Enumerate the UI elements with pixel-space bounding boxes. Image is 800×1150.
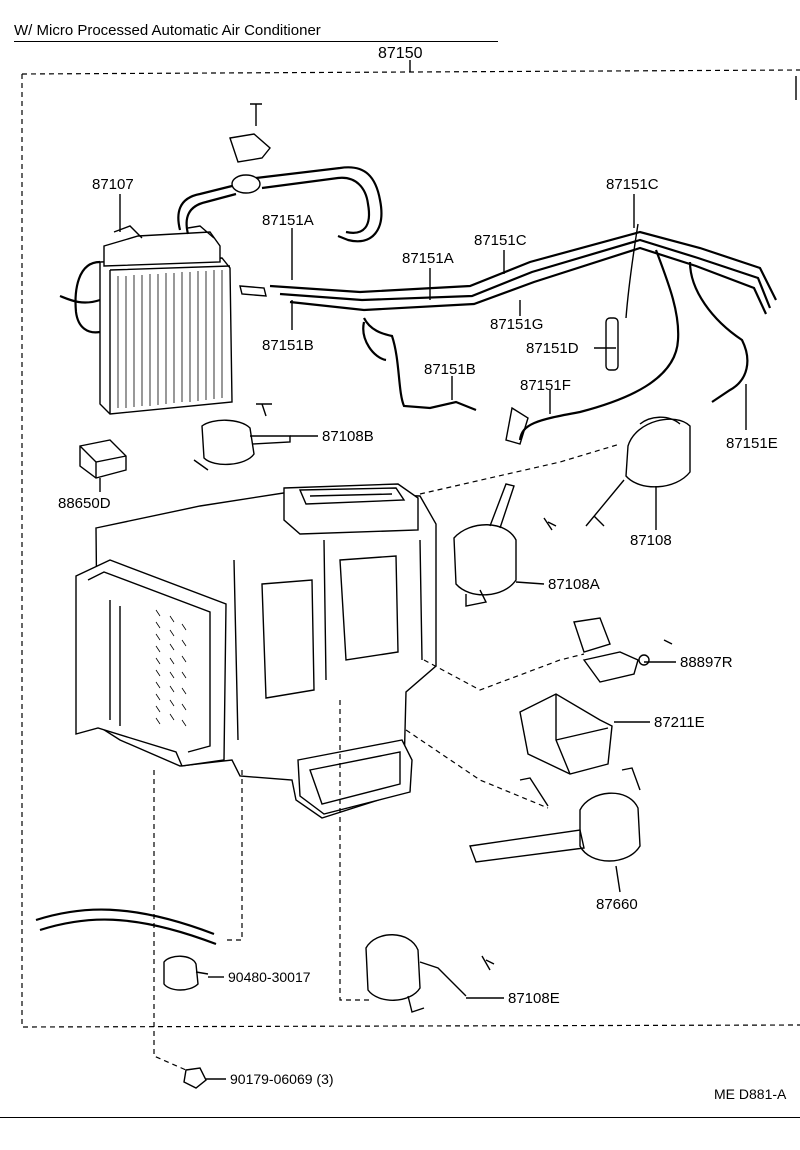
label-leaders <box>99 194 747 1080</box>
part-label-87151a-upper[interactable]: 87151A <box>262 212 314 229</box>
title-underline <box>14 41 498 42</box>
clip-90179 <box>183 1067 207 1089</box>
part-label-87151b-left[interactable]: 87151B <box>262 337 314 354</box>
part-label-87151f[interactable]: 87151F <box>520 377 571 394</box>
vacuum-motor-87108b <box>193 403 291 471</box>
part-label-87151d[interactable]: 87151D <box>526 340 579 357</box>
part-label-87108a[interactable]: 87108A <box>548 576 600 593</box>
part-label-90179-06069[interactable]: 90179-06069 (3) <box>230 1071 334 1087</box>
hose-lower <box>35 908 217 946</box>
vacuum-motor-87108a <box>453 483 517 607</box>
vacuum-motor-87108e <box>365 934 495 1013</box>
part-label-87151a-middle[interactable]: 87151A <box>402 250 454 267</box>
part-label-90480-30017[interactable]: 90480-30017 <box>228 969 311 985</box>
heater-unit-housing <box>75 483 437 819</box>
grommet-90480 <box>163 955 209 991</box>
part-label-87151c-lower[interactable]: 87151C <box>474 232 527 249</box>
part-label-87151g[interactable]: 87151G <box>490 316 544 333</box>
assembly-number: 87150 <box>378 45 423 62</box>
servo-motor-87660 <box>469 767 641 863</box>
part-label-87107[interactable]: 87107 <box>92 176 134 193</box>
vacuum-hose-bundle <box>239 223 777 445</box>
water-hose-drawing <box>177 103 383 243</box>
drawing-code: ME D881-A <box>714 1086 787 1102</box>
part-label-87108[interactable]: 87108 <box>630 532 672 549</box>
relay-88650d <box>79 439 127 479</box>
part-label-87151c-upper[interactable]: 87151C <box>606 176 659 193</box>
sensor-88897r <box>573 617 673 683</box>
part-label-87660[interactable]: 87660 <box>596 896 638 913</box>
part-label-87211e[interactable]: 87211E <box>654 714 705 731</box>
part-label-87108b[interactable]: 87108B <box>322 428 374 445</box>
part-label-87151b-right[interactable]: 87151B <box>424 361 476 378</box>
part-label-87108e[interactable]: 87108E <box>508 990 560 1007</box>
vacuum-motor-87108 <box>543 416 691 531</box>
cover-87211e <box>519 693 613 775</box>
part-label-87151e[interactable]: 87151E <box>726 435 778 452</box>
leader-dashes <box>153 443 621 1071</box>
part-label-88650d[interactable]: 88650D <box>58 495 111 512</box>
diagram-title: W/ Micro Processed Automatic Air Conditi… <box>14 22 321 39</box>
part-label-88897r[interactable]: 88897R <box>680 654 733 671</box>
assembly-boundary <box>21 69 800 1028</box>
heater-core-drawing <box>59 225 233 415</box>
footer-rule <box>0 1117 800 1118</box>
